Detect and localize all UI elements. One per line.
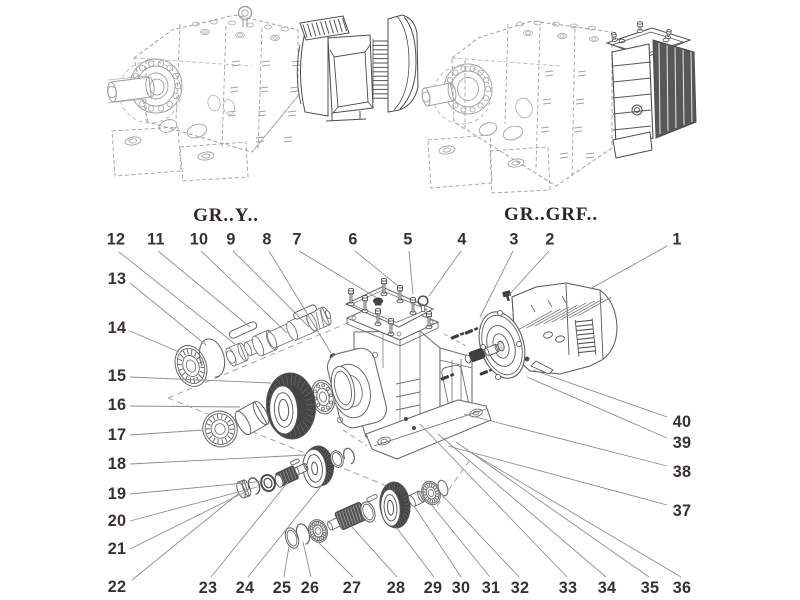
svg-text:16: 16 — [108, 396, 127, 414]
svg-text:35: 35 — [641, 579, 660, 597]
svg-text:37: 37 — [673, 502, 692, 520]
svg-text:18: 18 — [108, 455, 127, 473]
svg-text:GR..Y..: GR..Y.. — [193, 205, 259, 226]
svg-text:19: 19 — [108, 485, 127, 503]
svg-text:22: 22 — [108, 578, 127, 596]
svg-text:13: 13 — [108, 270, 127, 288]
svg-text:23: 23 — [199, 579, 218, 597]
svg-text:34: 34 — [598, 579, 617, 597]
svg-text:39: 39 — [673, 434, 692, 452]
svg-text:10: 10 — [190, 230, 209, 248]
svg-text:12: 12 — [107, 230, 126, 248]
svg-text:24: 24 — [236, 579, 255, 597]
svg-text:29: 29 — [424, 579, 443, 597]
svg-text:9: 9 — [226, 230, 235, 248]
svg-text:32: 32 — [511, 579, 530, 597]
svg-text:15: 15 — [108, 367, 127, 385]
svg-text:21: 21 — [108, 540, 127, 558]
svg-text:7: 7 — [292, 230, 301, 248]
svg-text:36: 36 — [673, 579, 692, 597]
svg-text:2: 2 — [545, 230, 554, 248]
svg-text:14: 14 — [108, 319, 127, 337]
svg-text:4: 4 — [457, 230, 466, 248]
svg-text:3: 3 — [509, 230, 518, 248]
svg-text:26: 26 — [301, 579, 320, 597]
svg-text:27: 27 — [343, 579, 362, 597]
svg-text:11: 11 — [147, 230, 165, 248]
svg-text:GR..GRF..: GR..GRF.. — [504, 204, 598, 225]
svg-text:28: 28 — [387, 579, 406, 597]
svg-text:6: 6 — [348, 230, 357, 248]
svg-text:38: 38 — [673, 463, 692, 481]
svg-text:25: 25 — [273, 579, 292, 597]
svg-text:30: 30 — [452, 579, 471, 597]
svg-text:8: 8 — [262, 230, 271, 248]
svg-text:40: 40 — [673, 413, 692, 431]
svg-text:33: 33 — [559, 579, 578, 597]
svg-text:17: 17 — [108, 426, 127, 444]
svg-text:31: 31 — [482, 579, 501, 597]
svg-text:20: 20 — [108, 512, 127, 530]
svg-text:5: 5 — [403, 230, 412, 248]
svg-text:1: 1 — [672, 230, 681, 248]
